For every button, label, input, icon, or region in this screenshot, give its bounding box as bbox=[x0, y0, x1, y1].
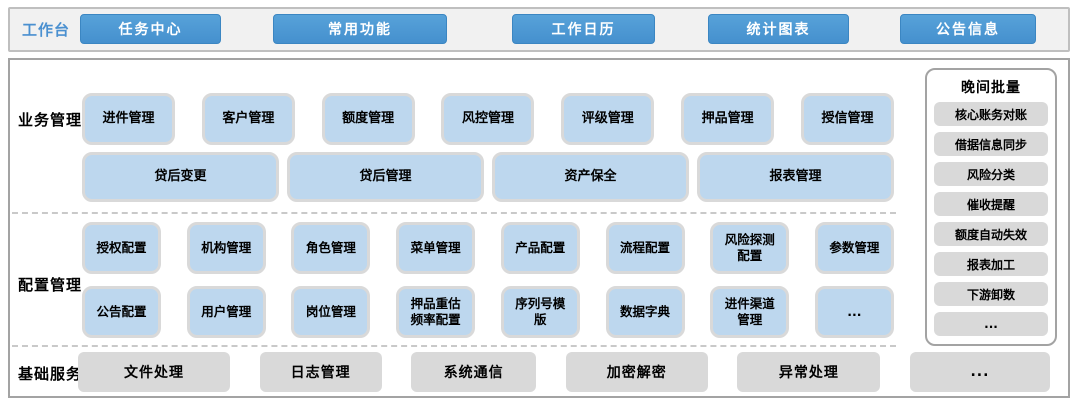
batch-job-tile: 借据信息同步 bbox=[934, 132, 1048, 156]
module-tile: 客户管理 bbox=[201, 93, 295, 145]
workbench-button: 任务中心 bbox=[80, 14, 221, 44]
batch-job-tile: 风险分类 bbox=[934, 162, 1048, 186]
architecture-panel: 业务管理 进件管理客户管理额度管理风控管理评级管理押品管理授信管理 贷后变更贷后… bbox=[8, 58, 1070, 398]
module-tile: 产品配置 bbox=[500, 222, 580, 274]
workbench-button: 公告信息 bbox=[900, 14, 1036, 44]
batch-job-tile: 报表加工 bbox=[934, 252, 1048, 276]
module-tile: 额度管理 bbox=[321, 93, 415, 145]
section-divider bbox=[12, 345, 896, 347]
night-batch-panel: 晚间批量 核心账务对账借据信息同步风险分类催收提醒额度自动失效报表加工下游卸数.… bbox=[925, 68, 1057, 346]
module-tile: 数据字典 bbox=[605, 286, 685, 338]
module-tile: 序列号模版 bbox=[500, 286, 580, 338]
batch-job-tile: 额度自动失效 bbox=[934, 222, 1048, 246]
service-tile: 异常处理 bbox=[737, 352, 881, 392]
config-row-1: 授权配置机构管理角色管理菜单管理产品配置流程配置风险探测配置参数管理 bbox=[82, 222, 894, 274]
section-divider bbox=[12, 212, 896, 214]
module-tile: 授信管理 bbox=[800, 93, 894, 145]
module-tile: 进件渠道管理 bbox=[710, 286, 790, 338]
service-tile: 加密解密 bbox=[565, 352, 708, 392]
module-tile: 报表管理 bbox=[697, 152, 894, 202]
module-tile: 角色管理 bbox=[291, 222, 371, 274]
service-tile: 文件处理 bbox=[78, 352, 230, 392]
batch-job-tile: 下游卸数 bbox=[934, 282, 1048, 306]
module-tile: 菜单管理 bbox=[396, 222, 476, 274]
module-tile: 进件管理 bbox=[82, 93, 175, 145]
module-tile: 贷后变更 bbox=[82, 152, 279, 202]
workbench-button: 常用功能 bbox=[273, 14, 447, 44]
base-services-row: 文件处理日志管理系统通信加密解密异常处理... bbox=[78, 352, 1050, 392]
layer-label-base: 基础服务 bbox=[18, 365, 83, 383]
workbench-bar: 工作台 任务中心 常用功能 工作日历 统计图表 公告信息 bbox=[8, 7, 1070, 52]
service-tile: ... bbox=[909, 352, 1050, 392]
business-row-2: 贷后变更贷后管理资产保全报表管理 bbox=[82, 152, 894, 202]
module-tile: 押品重估频率配置 bbox=[396, 286, 476, 338]
module-tile: 用户管理 bbox=[186, 286, 266, 338]
module-tile: 公告配置 bbox=[82, 286, 161, 338]
module-tile: 流程配置 bbox=[605, 222, 685, 274]
batch-job-tile: 催收提醒 bbox=[934, 192, 1048, 216]
layer-label-business: 业务管理 bbox=[18, 111, 83, 129]
workbench-button: 统计图表 bbox=[708, 14, 849, 44]
module-tile: 参数管理 bbox=[814, 222, 894, 274]
workbench-label: 工作台 bbox=[22, 21, 71, 39]
module-tile: ... bbox=[814, 286, 894, 338]
night-batch-title: 晚间批量 bbox=[961, 80, 1021, 96]
module-tile: 风控管理 bbox=[441, 93, 535, 145]
service-tile: 日志管理 bbox=[259, 352, 382, 392]
module-tile: 机构管理 bbox=[186, 222, 266, 274]
workbench-button: 工作日历 bbox=[512, 14, 655, 44]
module-tile: 授权配置 bbox=[82, 222, 161, 274]
batch-job-tile: 核心账务对账 bbox=[934, 102, 1048, 126]
module-tile: 贷后管理 bbox=[287, 152, 484, 202]
service-tile: 系统通信 bbox=[411, 352, 537, 392]
module-tile: 风险探测配置 bbox=[710, 222, 790, 274]
module-tile: 评级管理 bbox=[561, 93, 655, 145]
workbench-buttons: 任务中心 常用功能 工作日历 统计图表 公告信息 bbox=[10, 9, 1068, 50]
config-row-2: 公告配置用户管理岗位管理押品重估频率配置序列号模版数据字典进件渠道管理... bbox=[82, 286, 894, 338]
module-tile: 押品管理 bbox=[681, 93, 775, 145]
module-tile: 资产保全 bbox=[492, 152, 689, 202]
night-batch-list: 核心账务对账借据信息同步风险分类催收提醒额度自动失效报表加工下游卸数... bbox=[927, 102, 1055, 336]
batch-job-tile: ... bbox=[934, 312, 1048, 336]
business-row-1: 进件管理客户管理额度管理风控管理评级管理押品管理授信管理 bbox=[82, 93, 894, 145]
layer-label-config: 配置管理 bbox=[18, 276, 83, 294]
module-tile: 岗位管理 bbox=[291, 286, 371, 338]
